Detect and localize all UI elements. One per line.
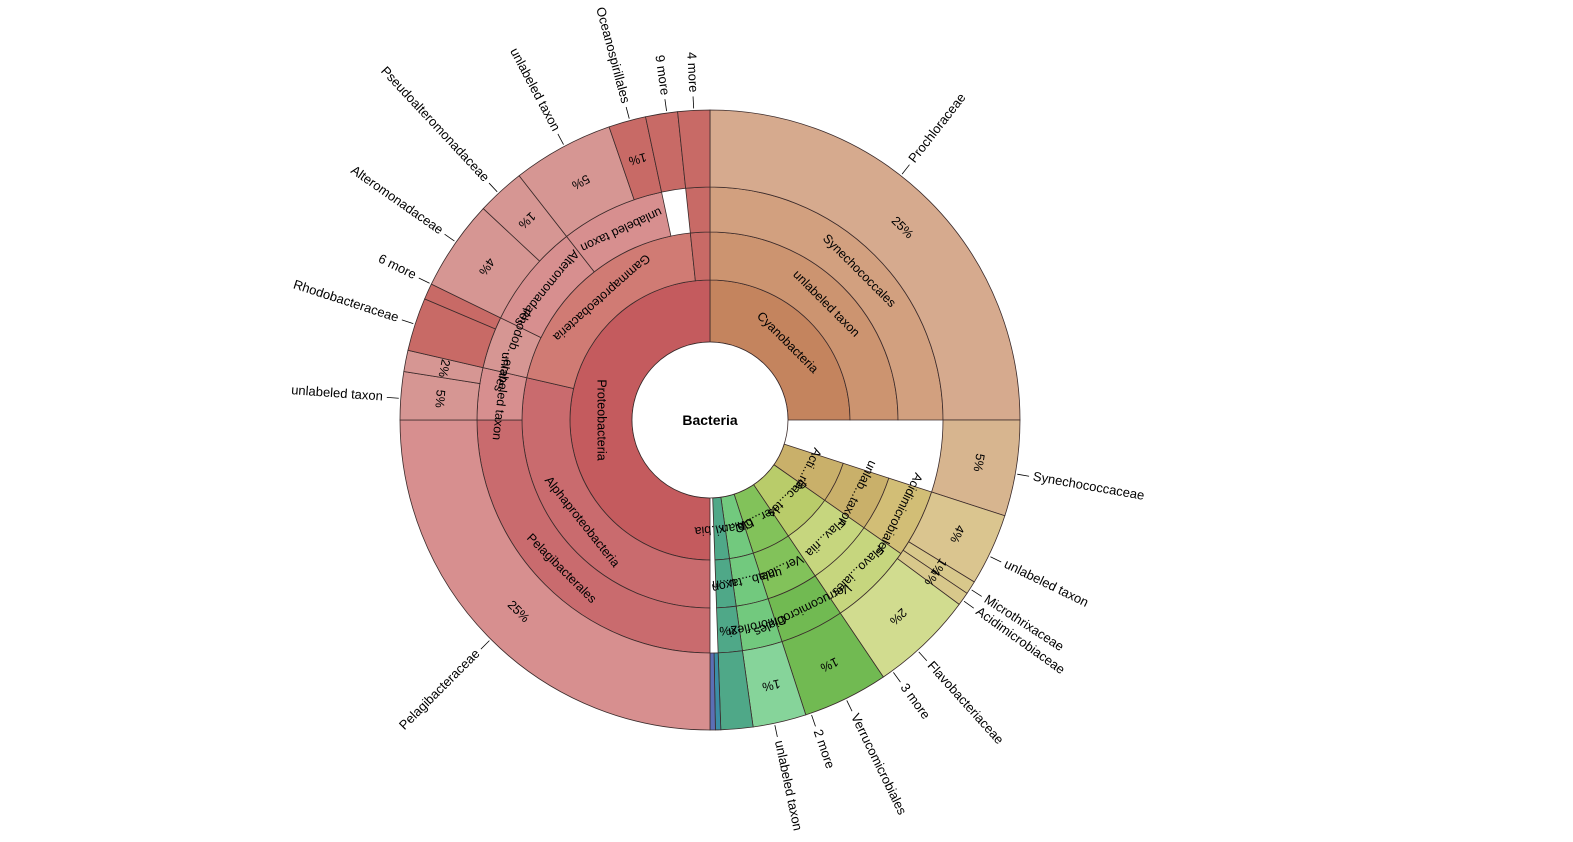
outer-label[interactable]: Flavobacteriaceae	[925, 658, 1007, 747]
segment-label: 1%	[627, 150, 648, 168]
segment-label: Can...bia	[694, 520, 745, 538]
segment-label: Proteobacteria	[595, 379, 609, 460]
segment-label: 5%	[971, 453, 988, 473]
segment-label: 2%	[436, 358, 453, 378]
sunburst-segment[interactable]	[685, 186, 711, 234]
sunburst-segment[interactable]	[399, 419, 711, 731]
leader-line	[480, 640, 490, 650]
outer-label[interactable]: 3 more	[898, 680, 934, 722]
outer-label[interactable]: Prochloraceae	[905, 90, 968, 165]
leader-line	[386, 396, 399, 399]
outer-label[interactable]: Rhodobacteraceae	[292, 277, 401, 325]
outer-label[interactable]: 6 more	[376, 251, 419, 282]
outer-label[interactable]: unlabeled taxon	[772, 739, 806, 832]
leader-line	[774, 725, 778, 738]
outer-label[interactable]: Pseudoalteromonadaceae	[378, 63, 492, 184]
leader-line	[664, 99, 667, 112]
outer-label[interactable]: Pelagibacteraceae	[396, 646, 483, 733]
sunburst-segments	[399, 109, 1021, 731]
leader-line	[401, 319, 414, 324]
leader-line	[963, 600, 975, 609]
leader-line	[990, 556, 1002, 563]
outer-label[interactable]: Alteromonadaceae	[348, 162, 446, 237]
leader-line	[444, 233, 455, 242]
outer-label[interactable]: 2 more	[811, 727, 838, 770]
leader-line	[418, 277, 430, 284]
center-label[interactable]: Bacteria	[682, 412, 737, 428]
sunburst-segment[interactable]	[709, 652, 716, 731]
outer-label[interactable]: unlabeled taxon	[291, 382, 384, 403]
leader-line	[625, 106, 630, 119]
segment-label: 4%	[947, 523, 967, 545]
leader-line	[811, 714, 816, 727]
leader-line	[692, 96, 695, 109]
outer-label[interactable]: 4 more	[684, 52, 701, 93]
sunburst-segment[interactable]	[709, 109, 1021, 421]
segment-label: u...n	[712, 576, 737, 592]
outer-label[interactable]: unlabeled taxon	[507, 45, 563, 133]
segment-label: 1%	[761, 676, 782, 694]
leader-line	[557, 133, 564, 145]
leader-line	[971, 589, 982, 597]
sunburst-segment[interactable]	[677, 109, 711, 189]
leader-line	[846, 700, 853, 712]
outer-label[interactable]: Synechococcaceae	[1032, 469, 1146, 503]
segment-label: 2%	[719, 623, 738, 639]
outer-label[interactable]: 9 more	[652, 54, 672, 96]
leader-line	[893, 672, 901, 683]
segment-label: 5%	[432, 389, 447, 408]
leader-line	[488, 182, 498, 193]
outer-label[interactable]: unlabeled taxon	[1002, 556, 1091, 610]
leader-line	[918, 651, 928, 662]
center-hole	[631, 341, 789, 499]
leader-line	[1017, 473, 1030, 477]
outer-label[interactable]: Oceanospirillales	[593, 5, 633, 105]
leader-line	[901, 164, 910, 175]
outer-label[interactable]: Verrucomicrobiales	[848, 711, 910, 817]
